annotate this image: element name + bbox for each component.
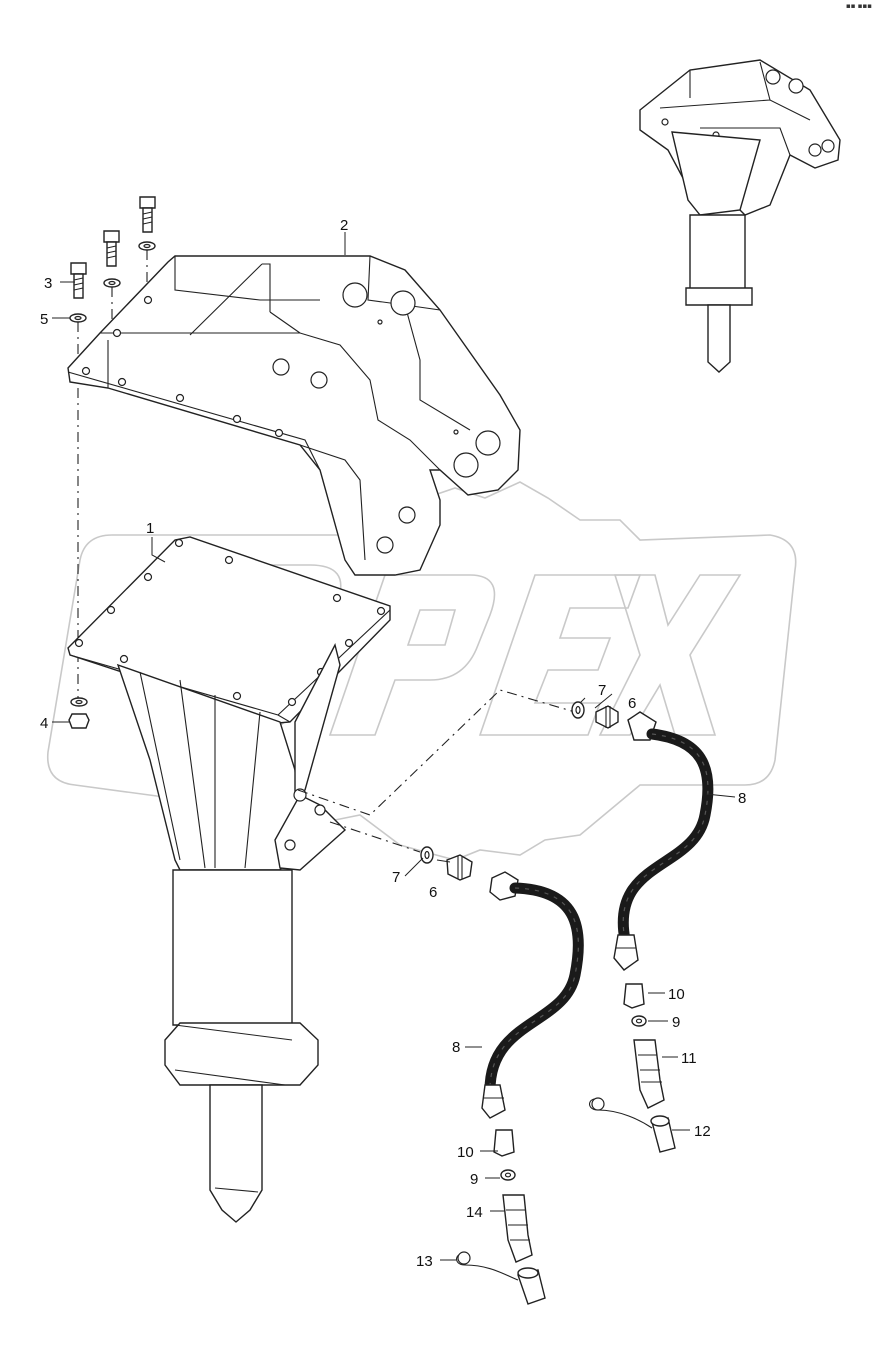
mounting-bracket-part: [67, 255, 521, 576]
callout-12: 12: [694, 1123, 711, 1140]
bolt-part: [69, 262, 87, 323]
callout-1: 1: [146, 520, 154, 537]
callout-2: 2: [340, 217, 348, 234]
callout-7-upper: 7: [598, 682, 606, 699]
fitting-part: [571, 701, 619, 729]
bolt-part: [103, 230, 121, 288]
bolt-part: [138, 196, 156, 251]
fitting-part: [420, 846, 473, 881]
callout-5: 5: [40, 311, 48, 328]
callout-8-upper: 8: [738, 790, 746, 807]
port-connection-line: [297, 689, 576, 853]
leader-lines: [52, 232, 736, 1261]
callout-6-upper: 6: [628, 695, 636, 712]
callout-9-left: 9: [470, 1171, 478, 1188]
callout-13: 13: [416, 1253, 433, 1270]
callout-14: 14: [466, 1204, 483, 1221]
hose-part: [589, 711, 714, 1153]
callout-6-lower: 6: [429, 884, 437, 901]
callout-8-lower: 8: [452, 1039, 460, 1056]
corner-mark: ▪▪ ▪▪▪: [846, 2, 872, 10]
callout-3: 3: [44, 275, 52, 292]
hammer-body-part: [67, 536, 391, 1223]
nut-part: [68, 697, 90, 729]
callout-11: 11: [681, 1050, 697, 1067]
callout-4: 4: [40, 715, 48, 732]
callout-9-right: 9: [672, 1014, 680, 1031]
callout-10-left: 10: [457, 1144, 474, 1161]
assembled-hammer-thumbnail: [639, 59, 841, 373]
callout-7-lower: 7: [392, 869, 400, 886]
callout-10-right: 10: [668, 986, 685, 1003]
hose-part: [456, 871, 584, 1305]
